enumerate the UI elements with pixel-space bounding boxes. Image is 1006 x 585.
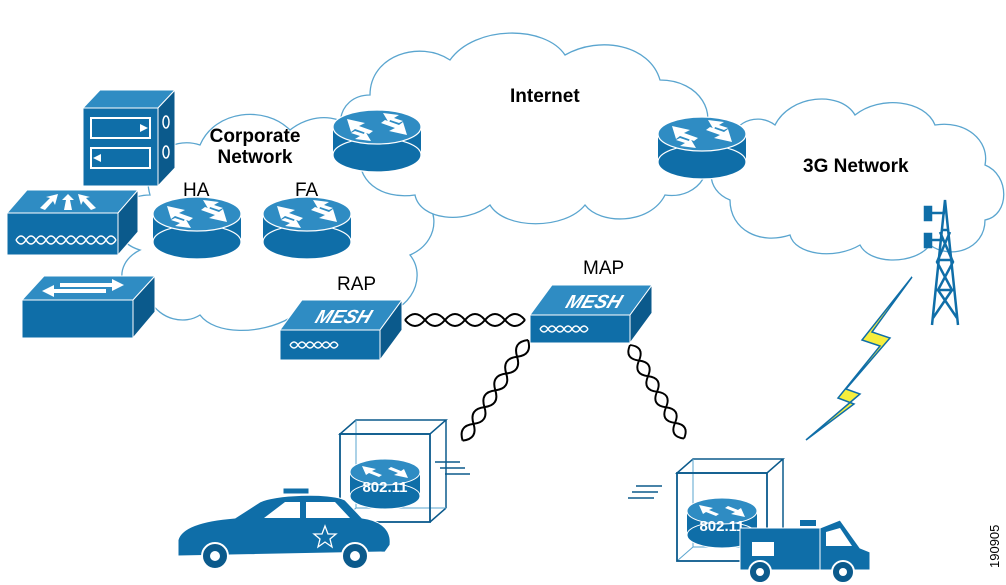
3g-network-cloud bbox=[710, 98, 1005, 261]
mesh-access-point-icon-rap: MESH bbox=[279, 298, 403, 362]
police-car-icon bbox=[177, 487, 391, 570]
wifi-router-icon-truck: 802.11 bbox=[628, 458, 784, 562]
lightning-bolt-icon bbox=[805, 276, 913, 441]
rap-label: RAP bbox=[337, 274, 377, 295]
wifi-label-car: 802.11 bbox=[362, 479, 407, 496]
router-icon-ha bbox=[152, 196, 242, 260]
fa-label: FA bbox=[295, 180, 319, 201]
corporate-network-label-line2: Network bbox=[217, 146, 293, 168]
map-label: MAP bbox=[583, 258, 625, 279]
wifi-label-truck: 802.11 bbox=[699, 518, 744, 535]
wireless-link-icon-map-truck bbox=[623, 341, 691, 443]
internet-label: Internet bbox=[510, 86, 580, 107]
wireless-link-icon-map-car bbox=[456, 335, 535, 445]
truck-icon bbox=[739, 519, 871, 584]
3g-network-label: 3G Network bbox=[803, 156, 909, 177]
multilayer-switch-icon bbox=[5, 188, 140, 257]
router-icon-internet-right bbox=[657, 116, 747, 180]
motion-lines-car bbox=[435, 461, 470, 475]
router-icon-internet-left bbox=[332, 109, 422, 173]
figure-id-label: 190905 bbox=[987, 524, 1002, 568]
corporate-network-label: Corporate Network bbox=[200, 126, 310, 169]
mesh-access-point-icon-map: MESH bbox=[529, 283, 653, 345]
ha-label: HA bbox=[183, 180, 210, 201]
wifi-router-icon-car: 802.11 bbox=[339, 419, 470, 523]
corporate-network-label-line1: Corporate bbox=[209, 126, 301, 147]
switch-icon bbox=[20, 274, 157, 340]
wireless-link-icon-rap-map bbox=[404, 313, 526, 327]
router-icon-fa bbox=[262, 196, 352, 260]
firewall-icon bbox=[81, 88, 177, 188]
cell-tower-icon bbox=[923, 199, 960, 326]
mesh-label-rap: MESH bbox=[312, 307, 375, 328]
mesh-label-map: MESH bbox=[563, 292, 626, 313]
motion-lines-truck bbox=[628, 485, 662, 499]
